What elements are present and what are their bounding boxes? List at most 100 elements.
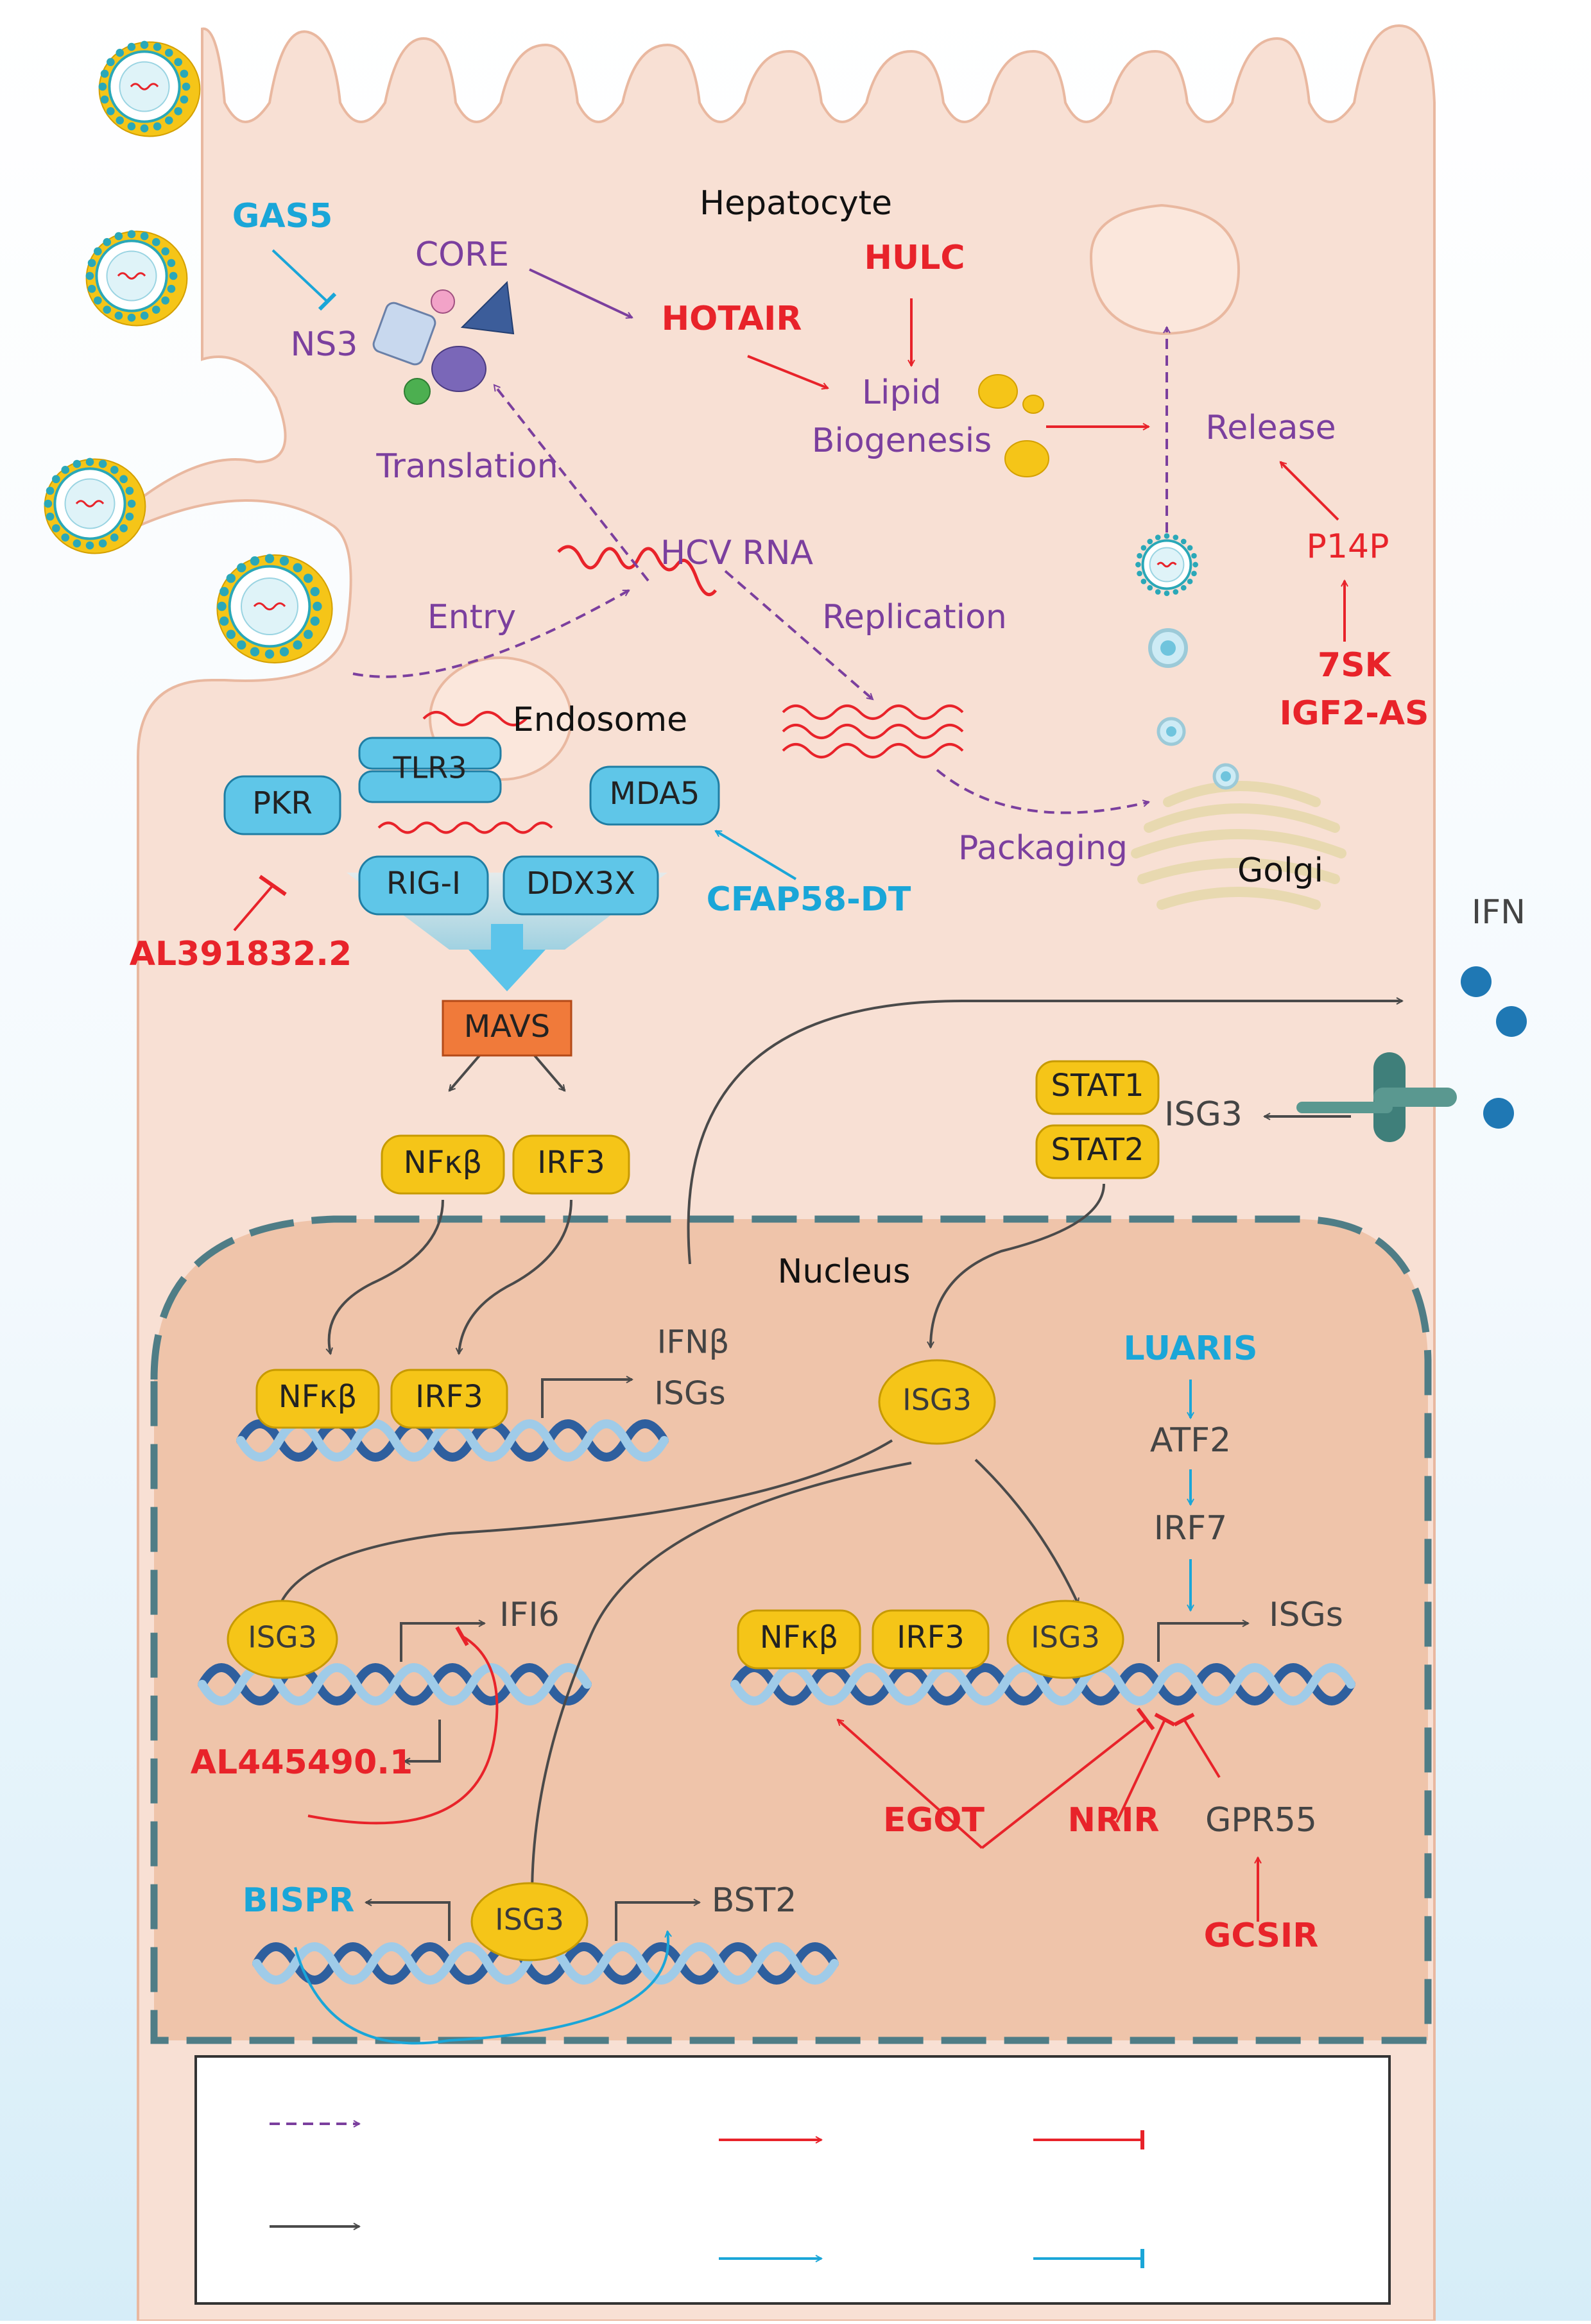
lncrna-luaris: LUARIS xyxy=(1124,1329,1258,1368)
isgs-label-1: ISGs xyxy=(654,1375,725,1412)
core-to-hotair-arrow xyxy=(529,268,632,319)
atf2-label: ATF2 xyxy=(1150,1421,1231,1460)
lipid-label: Lipid xyxy=(862,373,942,412)
lncrna-bispr: BISPR xyxy=(243,1881,355,1920)
stat2-box-label: STAT2 xyxy=(1051,1132,1144,1168)
irf7-label: IRF7 xyxy=(1154,1509,1227,1548)
cell-title: Hepatocyte xyxy=(700,184,892,223)
stat1-box-label: STAT1 xyxy=(1051,1068,1144,1104)
lncrna-p14p: P14P xyxy=(1307,527,1389,566)
lncrna-hulc: HULC xyxy=(864,239,965,277)
irf3-nucleus: IRF3 xyxy=(390,1369,508,1429)
ifi6-label: IFI6 xyxy=(499,1596,560,1634)
lncrna-gcsir: GCSIR xyxy=(1204,1917,1319,1955)
lncrna-hotair: HOTAIR xyxy=(662,300,802,338)
lncrna-7sk: 7SK xyxy=(1318,646,1392,685)
endosome-label: Endosome xyxy=(513,701,687,739)
isg3-nucleus-label: ISG3 xyxy=(902,1383,972,1417)
lncrna-nrir: NRIR xyxy=(1068,1801,1160,1840)
isg3-ifi6: ISG3 xyxy=(227,1600,338,1679)
ifn-molecule xyxy=(1496,1006,1527,1037)
lipid-droplets xyxy=(978,374,1049,477)
virus-particle xyxy=(98,40,201,137)
isg3-cytoplasm-label: ISG3 xyxy=(1164,1095,1243,1134)
isg3-nucleus: ISG3 xyxy=(878,1359,996,1445)
hcv-rna-label: HCV RNA xyxy=(660,534,814,572)
cytosolic-rna xyxy=(377,821,553,834)
virus-particle-entering xyxy=(216,554,333,663)
entry-label: Entry xyxy=(427,598,516,637)
isgs-label-2: ISGs xyxy=(1269,1596,1343,1634)
nfkb-isgs-label: NFκβ xyxy=(760,1619,838,1655)
lncrna-cfap58-dt: CFAP58-DT xyxy=(707,880,911,919)
release-label: Release xyxy=(1205,409,1336,447)
rig-i-box-label: RIG-I xyxy=(386,866,461,901)
legend-box xyxy=(194,2055,1391,2305)
signal-arrow xyxy=(469,924,546,991)
viral-cycle-arrows xyxy=(352,327,1167,814)
antiviral-arrows xyxy=(294,830,1191,2045)
nfkb-nucleus: NFκβ xyxy=(255,1369,380,1429)
gpr55-label: GPR55 xyxy=(1205,1801,1317,1840)
rig-i-box: RIG-I xyxy=(358,855,489,916)
golgi-label: Golgi xyxy=(1237,851,1323,890)
isg3-bst2-label: ISG3 xyxy=(495,1902,564,1937)
ifn-label: IFN xyxy=(1472,893,1526,932)
irf3-isgs-label: IRF3 xyxy=(897,1619,965,1655)
mavs-label: MAVS xyxy=(464,1009,550,1045)
lncrna-al391832: AL391832.2 xyxy=(130,935,352,973)
tlr3-box: TLR3 xyxy=(358,737,502,803)
ifn-molecule xyxy=(1461,966,1492,997)
hcv-rna-strand xyxy=(557,545,717,597)
isg3-bst2: ISG3 xyxy=(470,1882,589,1961)
virus-particle xyxy=(44,457,146,554)
golgi xyxy=(1131,781,1346,910)
nucleus-title: Nucleus xyxy=(778,1252,911,1291)
mavs-box: MAVS xyxy=(442,1000,572,1057)
irf3-cytoplasm: IRF3 xyxy=(512,1134,630,1195)
replicated-rna xyxy=(782,705,964,758)
lncrna-gas5: GAS5 xyxy=(232,197,333,235)
nfkb-cytoplasm-label: NFκβ xyxy=(404,1145,482,1181)
irf3-cytoplasm-label: IRF3 xyxy=(537,1145,605,1181)
mda5-box-label: MDA5 xyxy=(610,776,700,812)
dna-isgs-locus xyxy=(730,1663,1355,1705)
lncrna-al445490: AL445490.1 xyxy=(191,1743,413,1782)
endosome-rna xyxy=(422,711,528,726)
lncrna-igf2-as: IGF2-AS xyxy=(1279,694,1429,733)
tlr3-label: TLR3 xyxy=(393,751,467,785)
ifn-receptor xyxy=(1296,1052,1514,1142)
translation-label: Translation xyxy=(375,447,558,486)
packaging-label: Packaging xyxy=(958,829,1128,867)
stat2-box: STAT2 xyxy=(1035,1124,1160,1179)
irf3-nucleus-label: IRF3 xyxy=(415,1379,483,1415)
isg3-isgs: ISG3 xyxy=(1006,1600,1124,1679)
virus-particle xyxy=(85,230,188,327)
antiviral-cycle-arrows xyxy=(276,1001,1402,1941)
proviral-inhibitions xyxy=(233,875,1221,1849)
ns3-label: NS3 xyxy=(291,325,358,364)
isg3-isgs-label: ISG3 xyxy=(1031,1620,1100,1655)
replication-label: Replication xyxy=(822,598,1007,637)
pkr-box: PKR xyxy=(223,775,341,835)
irf3-isgs: IRF3 xyxy=(872,1609,990,1670)
viral-proteins xyxy=(372,280,515,405)
lncrna-egot: EGOT xyxy=(883,1801,985,1840)
nfkb-cytoplasm: NFκβ xyxy=(381,1134,505,1195)
stat1-box: STAT1 xyxy=(1035,1060,1160,1115)
bst2-label: BST2 xyxy=(712,1881,797,1920)
nfkb-isgs: NFκβ xyxy=(737,1609,861,1670)
mda5-box: MDA5 xyxy=(589,765,720,826)
antiviral-inhibition xyxy=(271,249,337,311)
isg3-ifi6-label: ISG3 xyxy=(248,1620,317,1655)
core-label: CORE xyxy=(415,235,509,274)
virus-assembling xyxy=(1135,533,1198,596)
ddx3x-box-label: DDX3X xyxy=(526,866,635,901)
ddx3x-box: DDX3X xyxy=(503,855,659,916)
biogenesis-label: Biogenesis xyxy=(812,422,992,460)
ifnb-label: IFNβ xyxy=(657,1324,730,1361)
pkr-box-label: PKR xyxy=(252,785,313,821)
proviral-arrows xyxy=(747,298,1345,1922)
